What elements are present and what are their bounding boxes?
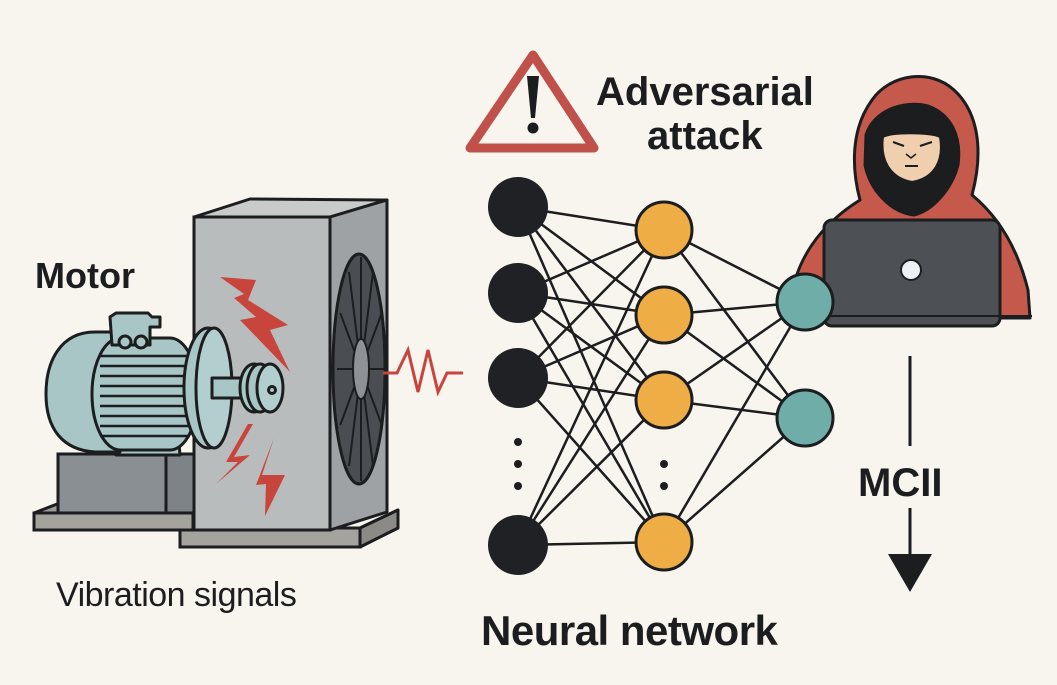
- adversarial-attack-label-line2: attack: [647, 114, 763, 158]
- vibration-bolt-icon: [216, 277, 290, 516]
- network-edge: [516, 314, 666, 546]
- down-arrow-icon: [888, 356, 932, 592]
- input-node: [488, 348, 548, 408]
- output-node: [775, 388, 835, 448]
- hooded-hacker-icon: [788, 75, 1032, 328]
- input-node: [488, 177, 548, 237]
- motor-base: [32, 452, 196, 532]
- ellipsis-dot: [660, 482, 668, 490]
- network-edge: [517, 399, 665, 546]
- neural-network: [488, 177, 835, 575]
- network-edge: [516, 229, 666, 546]
- mcii-label: MCII: [858, 461, 943, 505]
- network-edge: [517, 229, 665, 379]
- ellipsis-dot: [660, 460, 668, 468]
- network-edge: [517, 377, 665, 543]
- network-edge: [663, 417, 806, 543]
- hidden-node: [634, 370, 694, 430]
- network-edge: [516, 206, 666, 543]
- adversarial-attack-label-line1: Adversarial: [596, 70, 814, 114]
- ellipsis-dot: [514, 438, 522, 446]
- motor-label: Motor: [35, 255, 135, 296]
- network-edge: [663, 229, 806, 419]
- hidden-node: [634, 200, 694, 260]
- hidden-node: [634, 285, 694, 345]
- vibration-signals-label: Vibration signals: [56, 576, 297, 614]
- warning-triangle-icon: [465, 50, 599, 153]
- electric-motor-icon: [44, 311, 285, 457]
- ellipsis-dot: [514, 482, 522, 490]
- network-edge: [516, 292, 666, 543]
- network-edge: [662, 301, 807, 543]
- hidden-node: [634, 512, 694, 572]
- ellipsis-dot: [514, 460, 522, 468]
- input-node: [488, 263, 548, 323]
- neural-network-label: Neural network: [481, 607, 778, 654]
- input-node: [488, 515, 548, 575]
- vibration-signal-icon: [383, 345, 463, 397]
- output-node: [775, 272, 835, 332]
